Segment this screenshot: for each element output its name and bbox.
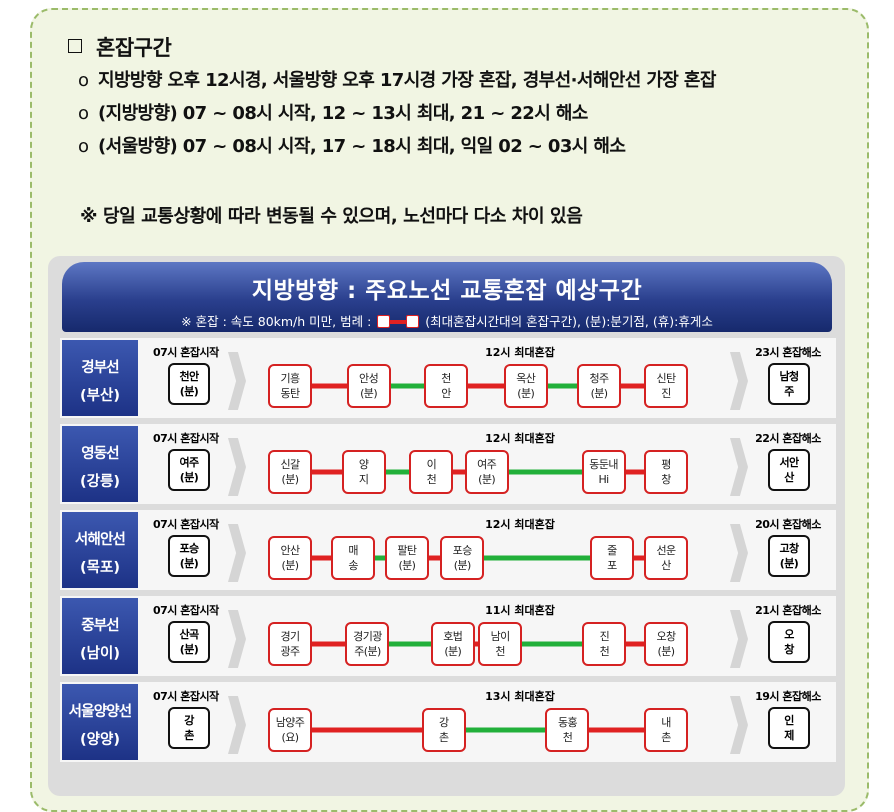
station-node: 안성 (분) [346,364,391,408]
route-label: 서해안선 (목포) [62,512,138,588]
congestion-start-label: 07시 혼잡시작 [153,432,219,445]
end-point: 남청 주 [768,363,810,405]
station-node: 안산 (분) [268,536,312,580]
start-point: 여주 (분) [168,449,210,491]
peak-congestion-label: 12시 최대혼잡 [485,518,555,531]
congestion-end-label: 20시 혼잡해소 [755,518,821,531]
route-destination: (강릉) [80,474,120,490]
station-node: 옥산 (분) [503,364,548,408]
route-name: 서해안선 [74,532,126,548]
congestion-start-label: 07시 혼잡시작 [153,690,219,703]
note-bullet: o(지방방향) 07 ~ 08시 시작, 12 ~ 13시 최대, 21 ~ 2… [78,103,588,124]
banner-legend: ※ 혼잡 : 속도 80km/h 미만, 범례 : (최대혼잡시간대의 혼잡구간… [181,314,713,329]
route-label: 영동선 (강릉) [62,426,138,502]
chevron-right-icon [228,438,246,496]
notes-title: 혼잡구간 [68,32,848,66]
chevron-right-icon [228,352,246,410]
route-name: 경부선 [81,360,119,376]
station-node: 동홍 천 [545,708,590,752]
station-node: 내 촌 [644,708,688,752]
peak-congestion-label: 12시 최대혼잡 [485,432,555,445]
station-node: 강 촌 [421,708,466,752]
congestion-start-label: 07시 혼잡시작 [153,346,219,359]
route-destination: (목포) [80,560,120,576]
start-point: 강 촌 [168,707,210,749]
station-node: 호법 (분) [430,622,475,666]
diagram-banner: 지방방향 : 주요노선 교통혼잡 예상구간 ※ 혼잡 : 속도 80km/h 미… [62,262,832,332]
caution-note: ※ 당일 교통상황에 따라 변동될 수 있으며, 노선마다 다소 차이 있음 [80,206,583,227]
congestion-start-label: 07시 혼잡시작 [153,604,219,617]
congestion-end-label: 21시 혼잡해소 [755,604,821,617]
chevron-right-icon [730,524,748,582]
peak-congestion-label: 13시 최대혼잡 [485,690,555,703]
route-label: 중부선 (남이) [62,598,138,674]
station-node: 동둔내 Hi [581,450,626,494]
route-name: 영동선 [81,446,119,462]
station-node: 줄 포 [589,536,634,580]
congestion-legend-icon [377,315,420,329]
station-node: 여주 (분) [464,450,509,494]
peak-congestion-label: 12시 최대혼잡 [485,346,555,359]
route-destination: (부산) [80,388,120,404]
end-point: 고창 (분) [768,535,810,577]
station-node: 신탄 진 [644,364,688,408]
congestion-start-label: 07시 혼잡시작 [153,518,219,531]
route-destination: (양양) [80,732,120,748]
chevron-right-icon [228,610,246,668]
station-node: 남이 천 [478,622,523,666]
station-node: 기흥 동탄 [268,364,312,408]
banner-title: 지방방향 : 주요노선 교통혼잡 예상구간 [251,278,643,304]
end-point: 인 제 [768,707,810,749]
route-label: 경부선 (부산) [62,340,138,416]
square-bullet-icon [68,39,82,53]
station-node: 오창 (분) [644,622,688,666]
congestion-end-label: 23시 혼잡해소 [755,346,821,359]
circle-bullet-icon: o [78,70,89,91]
peak-congestion-label: 11시 최대혼잡 [485,604,555,617]
station-node: 포승 (분) [440,536,485,580]
station-node: 경기광 주(분) [345,622,390,666]
congestion-end-label: 22시 혼잡해소 [755,432,821,445]
end-point: 오 창 [768,621,810,663]
chevron-right-icon [228,696,246,754]
chevron-right-icon [730,610,748,668]
circle-bullet-icon: o [78,136,89,157]
note-bullet: o(서울방향) 07 ~ 08시 시작, 17 ~ 18시 최대, 익일 02 … [78,136,626,157]
congestion-end-label: 19시 혼잡해소 [755,690,821,703]
start-point: 산곡 (분) [168,621,210,663]
chevron-right-icon [730,438,748,496]
station-node: 진 천 [582,622,627,666]
station-node: 경기 광주 [268,622,312,666]
station-node: 선운 산 [644,536,688,580]
station-node: 매 송 [331,536,376,580]
chevron-right-icon [228,524,246,582]
station-node: 평 창 [644,450,688,494]
route-destination: (남이) [80,646,120,662]
station-node: 신갈 (분) [268,450,312,494]
circle-bullet-icon: o [78,103,89,124]
station-node: 청주 (분) [577,364,622,408]
route-name: 중부선 [81,618,119,634]
station-node: 이 천 [409,450,454,494]
chevron-right-icon [730,696,748,754]
station-node: 양 지 [341,450,386,494]
route-label: 서울양양선 (양양) [62,684,138,760]
station-node: 팔탄 (분) [384,536,429,580]
start-point: 포승 (분) [168,535,210,577]
station-node: 남양주 (요) [268,708,312,752]
route-name: 서울양양선 [68,704,133,720]
station-node: 천 안 [424,364,469,408]
end-point: 서안 산 [768,449,810,491]
start-point: 천안 (분) [168,363,210,405]
chevron-right-icon [730,352,748,410]
